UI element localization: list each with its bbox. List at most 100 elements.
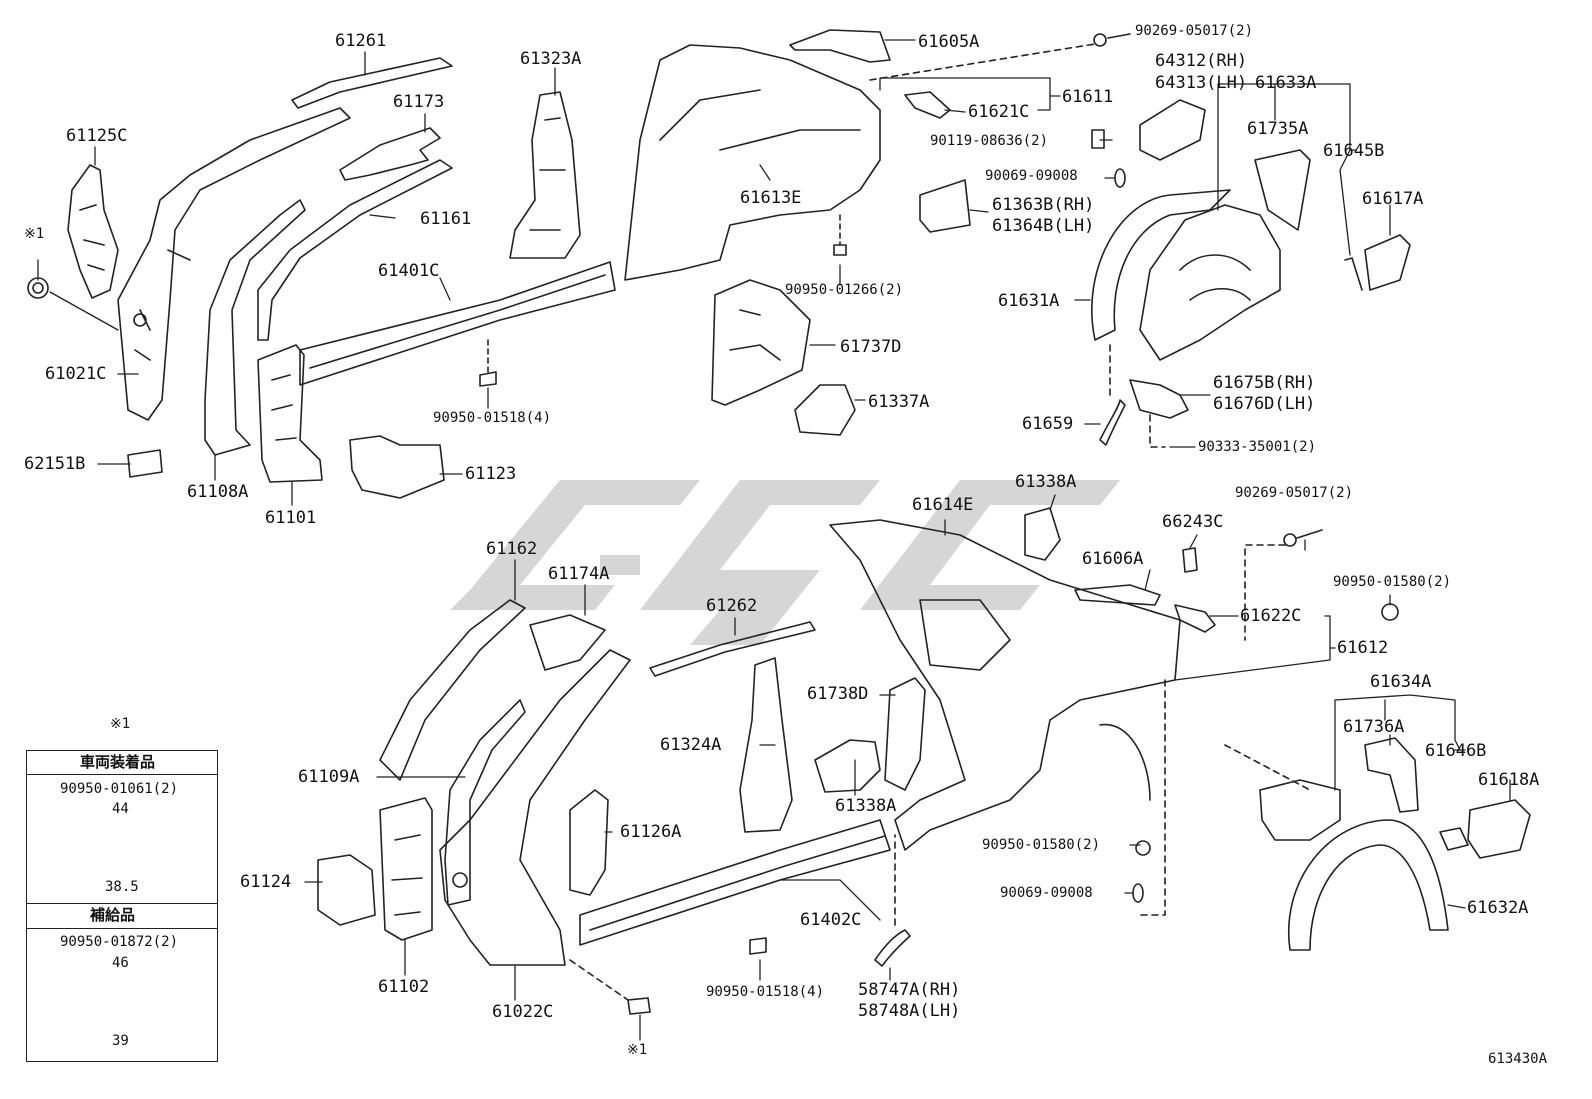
fastener-ref-left xyxy=(27,277,49,299)
part-label-90950-01518-bottom: 90950-01518(4) xyxy=(706,984,825,1000)
part-label-61617A: 61617A xyxy=(1362,189,1424,209)
part-label-61022C: 61022C xyxy=(492,1002,554,1022)
part-label-61173: 61173 xyxy=(393,92,445,112)
part-label-61108A: 61108A xyxy=(187,482,249,502)
part-61621C-bracket xyxy=(904,91,951,119)
part-label-62151B: 62151B xyxy=(24,454,86,474)
leader-dashed-lower-right xyxy=(1139,679,1166,916)
part-61162-upper-rail xyxy=(379,599,526,781)
part-label-61618A: 61618A xyxy=(1478,770,1540,790)
part-61402C-rocker xyxy=(579,819,891,946)
fastener-90069-09008-bottom xyxy=(1132,883,1144,903)
part-label-61738D: 61738D xyxy=(807,684,869,704)
part-61324A-center-pillar xyxy=(739,657,793,833)
part-61102-hinge-pillar xyxy=(379,797,433,941)
part-label-90069-09008-top: 90069-09008 xyxy=(985,168,1078,184)
part-label-61606A: 61606A xyxy=(1082,549,1144,569)
part-label-61631A: 61631A xyxy=(998,291,1060,311)
part-label-61675B: 61675B(RH) xyxy=(1213,373,1316,393)
leader-dashed-wheelhouse xyxy=(1224,744,1311,791)
part-label-61736A: 61736A xyxy=(1343,717,1405,737)
part-64312-bracket xyxy=(1139,99,1206,161)
part-label-61338A-bottom: 61338A xyxy=(835,796,897,816)
fastener-90069-09008-top xyxy=(1114,168,1126,188)
part-label-61338A-top: 61338A xyxy=(1015,472,1077,492)
part-61633A-wheelhouse-inner xyxy=(1139,204,1281,361)
legend-vehicle-part: 90950-01061(2) xyxy=(60,781,179,797)
part-label-61735A: 61735A xyxy=(1247,119,1309,139)
part-61614E-quarter-outer xyxy=(829,519,1181,851)
part-61125C-bracket xyxy=(67,164,119,299)
part-label-61364B: 61364B(LH) xyxy=(992,216,1095,236)
part-label-58748A: 58748A(LH) xyxy=(858,1001,961,1021)
part-label-61605A: 61605A xyxy=(918,32,980,52)
part-label-90269-05017-top: 90269-05017(2) xyxy=(1135,23,1254,39)
legend-vehicle-dim-top: 44 xyxy=(112,801,129,817)
part-label-61162: 61162 xyxy=(486,539,538,559)
part-61109A-pillar-inner xyxy=(444,699,526,906)
part-61613E-quarter-inner xyxy=(624,44,881,281)
ref-mark-left: ※1 xyxy=(24,226,45,242)
part-label-61659: 61659 xyxy=(1022,414,1074,434)
part-61606A-rail xyxy=(1074,584,1161,606)
legend-supply-part: 90950-01872(2) xyxy=(60,934,179,950)
leader-dashed-61605 xyxy=(869,43,1096,81)
part-label-61363B: 61363B(RH) xyxy=(992,195,1095,215)
part-label-61126A: 61126A xyxy=(620,822,682,842)
legend-vehicle-dim-bottom: 38.5 xyxy=(105,879,139,895)
part-label-61611: 61611 xyxy=(1062,87,1114,107)
part-label-61621C: 61621C xyxy=(968,102,1030,122)
part-61123-bracket xyxy=(349,435,445,499)
legend-ref-mark: ※1 xyxy=(110,716,131,732)
part-label-90333-35001: 90333-35001(2) xyxy=(1198,439,1317,455)
part-label-61021C: 61021C xyxy=(45,364,107,384)
legend-divider-1 xyxy=(26,774,218,775)
diagram-id: 613430A xyxy=(1488,1051,1548,1067)
part-61022C-front-pillar xyxy=(439,649,631,966)
part-61645B-brace xyxy=(1344,257,1363,291)
fastener-90950-01580-mid xyxy=(1135,840,1151,856)
part-61108A-pillar-inner xyxy=(204,199,306,456)
part-label-61633A: 61633A xyxy=(1255,73,1317,93)
part-label-90950-01518-top: 90950-01518(4) xyxy=(433,410,552,426)
part-label-61645B: 61645B xyxy=(1323,141,1385,161)
part-label-61337A: 61337A xyxy=(868,392,930,412)
part-label-61632A: 61632A xyxy=(1467,898,1529,918)
part-label-61125C: 61125C xyxy=(66,126,128,146)
fastener-90950-01518-top xyxy=(479,339,497,387)
part-label-61323A: 61323A xyxy=(520,49,582,69)
part-label-66243C: 66243C xyxy=(1162,512,1224,532)
part-61736A-bracket xyxy=(1364,737,1419,813)
part-61675B-bracket xyxy=(1129,379,1189,419)
part-61338A-bracket-top xyxy=(1024,507,1061,561)
part-label-61737D: 61737D xyxy=(840,337,902,357)
part-61126A-bracket xyxy=(569,789,609,896)
part-label-61123: 61123 xyxy=(465,464,517,484)
leader-dashed-90333 xyxy=(1149,414,1166,448)
part-label-61622C: 61622C xyxy=(1240,606,1302,626)
part-label-61614E: 61614E xyxy=(912,495,974,515)
part-label-64312: 64312(RH) xyxy=(1155,51,1248,71)
part-61622C-bracket xyxy=(1174,604,1216,633)
part-61737D-panel xyxy=(711,279,811,406)
part-label-90950-01266: 90950-01266(2) xyxy=(785,282,904,298)
part-label-90269-05017-mid: 90269-05017(2) xyxy=(1235,485,1354,501)
part-label-61613E: 61613E xyxy=(740,188,802,208)
part-61262-molding xyxy=(649,621,816,677)
part-label-61401C: 61401C xyxy=(378,261,440,281)
part-label-61102: 61102 xyxy=(378,977,430,997)
legend-divider-3 xyxy=(26,928,218,929)
part-label-64313: 64313(LH) xyxy=(1155,73,1248,93)
legend-vehicle-title: 車両装着品 xyxy=(80,753,156,771)
part-61738D-panel xyxy=(884,677,926,791)
part-label-61124: 61124 xyxy=(240,872,292,892)
ref-mark-bottom: ※1 xyxy=(627,1042,648,1058)
part-label-90069-09008-bottom: 90069-09008 xyxy=(1000,885,1093,901)
part-61401C-rocker xyxy=(299,261,616,386)
legend-supply-dim-top: 46 xyxy=(112,955,129,971)
part-61646B-brace xyxy=(1439,827,1469,851)
fastener-90950-01266 xyxy=(833,214,847,256)
part-61124-bracket xyxy=(317,854,376,926)
part-61261-molding xyxy=(291,57,453,109)
